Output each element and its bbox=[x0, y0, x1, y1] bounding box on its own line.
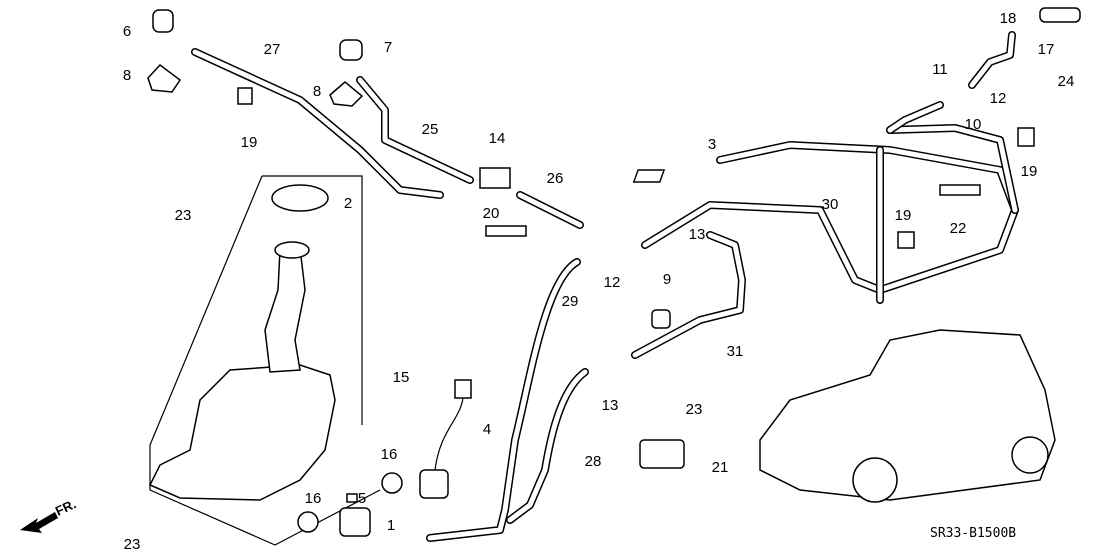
callout-23: 23 bbox=[175, 207, 192, 224]
car-outline bbox=[759, 329, 1056, 501]
hose-4 bbox=[427, 259, 580, 541]
clip-21 bbox=[639, 439, 685, 469]
nozzle-17 bbox=[1039, 7, 1081, 23]
callout-18: 18 bbox=[1000, 10, 1017, 27]
seal-8b bbox=[329, 81, 364, 107]
callout-14: 14 bbox=[489, 130, 506, 147]
callout-29: 29 bbox=[562, 293, 579, 310]
clip-19b bbox=[1017, 127, 1035, 147]
car-wheel-front bbox=[852, 457, 898, 503]
hose-6 bbox=[642, 142, 1018, 293]
pad-3 bbox=[632, 169, 666, 183]
clip-19a bbox=[237, 87, 253, 105]
hose-3 bbox=[517, 192, 583, 228]
square-5 bbox=[346, 493, 358, 503]
grommet-16b bbox=[381, 472, 403, 494]
callout-10: 10 bbox=[965, 116, 982, 133]
callout-4: 4 bbox=[483, 421, 491, 438]
bracket-20 bbox=[485, 225, 527, 237]
hose-6 bbox=[641, 141, 1019, 294]
clamp-22 bbox=[939, 184, 981, 196]
parts bbox=[20, 7, 1081, 546]
pump-wire bbox=[434, 397, 464, 471]
hose-7 bbox=[631, 231, 746, 359]
hose-1 bbox=[191, 48, 444, 199]
callout-20: 20 bbox=[483, 205, 500, 222]
callout-25: 25 bbox=[422, 121, 439, 138]
diagram-code: SR33-B1500B bbox=[930, 526, 1016, 541]
hose-1 bbox=[192, 49, 443, 198]
hose-8 bbox=[887, 125, 1018, 213]
washer-pump-2 bbox=[419, 469, 449, 499]
callout-16: 16 bbox=[381, 446, 398, 463]
callout-23: 23 bbox=[124, 536, 141, 553]
callout-7: 7 bbox=[384, 39, 392, 56]
callout-12: 12 bbox=[990, 90, 1007, 107]
washer-pump-1 bbox=[339, 507, 371, 537]
callout-5: 5 bbox=[358, 490, 366, 507]
callout-8: 8 bbox=[313, 83, 321, 100]
filler-opening bbox=[274, 241, 310, 259]
callout-8: 8 bbox=[123, 67, 131, 84]
callout-2: 2 bbox=[344, 195, 352, 212]
callout-26: 26 bbox=[547, 170, 564, 187]
seal-8a bbox=[147, 63, 182, 93]
callout-30: 30 bbox=[822, 196, 839, 213]
callout-28: 28 bbox=[585, 453, 602, 470]
callout-19: 19 bbox=[1021, 163, 1038, 180]
tank-cap bbox=[271, 184, 329, 212]
grommet-16a bbox=[297, 511, 319, 533]
valve-14 bbox=[479, 167, 511, 189]
hose-5 bbox=[507, 369, 588, 523]
callout-19: 19 bbox=[895, 207, 912, 224]
callout-27: 27 bbox=[264, 41, 281, 58]
callout-23: 23 bbox=[686, 401, 703, 418]
callout-11: 11 bbox=[932, 61, 948, 78]
callout-6: 6 bbox=[123, 23, 131, 40]
callout-21: 21 bbox=[712, 459, 729, 476]
washer-tank bbox=[148, 364, 336, 501]
callout-9: 9 bbox=[663, 271, 671, 288]
callout-22: 22 bbox=[950, 220, 967, 237]
connector-4 bbox=[454, 379, 472, 399]
callout-15: 15 bbox=[393, 369, 410, 386]
nozzle-7 bbox=[339, 39, 363, 61]
callout-12: 12 bbox=[604, 274, 621, 291]
front-arrow-icon bbox=[20, 512, 58, 533]
car-wheel-rear bbox=[1011, 436, 1049, 474]
hose-2 bbox=[357, 77, 473, 183]
nozzle-6 bbox=[152, 9, 174, 33]
front-direction-label: FR. bbox=[53, 496, 78, 518]
callout-1: 1 bbox=[387, 517, 395, 534]
clip-19c bbox=[897, 231, 915, 249]
callout-13: 13 bbox=[689, 226, 706, 243]
callout-13: 13 bbox=[602, 397, 619, 414]
callout-31: 31 bbox=[727, 343, 744, 360]
callout-3: 3 bbox=[708, 136, 716, 153]
hose-10 bbox=[887, 102, 943, 133]
hose-7 bbox=[632, 232, 745, 358]
callout-24: 24 bbox=[1058, 73, 1075, 90]
callout-19: 19 bbox=[241, 134, 258, 151]
hose-4 bbox=[426, 258, 581, 542]
hose-11 bbox=[969, 32, 1015, 88]
filler-neck bbox=[264, 247, 306, 373]
callout-17: 17 bbox=[1038, 41, 1055, 58]
grommet-9 bbox=[651, 309, 671, 329]
callout-16: 16 bbox=[305, 490, 322, 507]
